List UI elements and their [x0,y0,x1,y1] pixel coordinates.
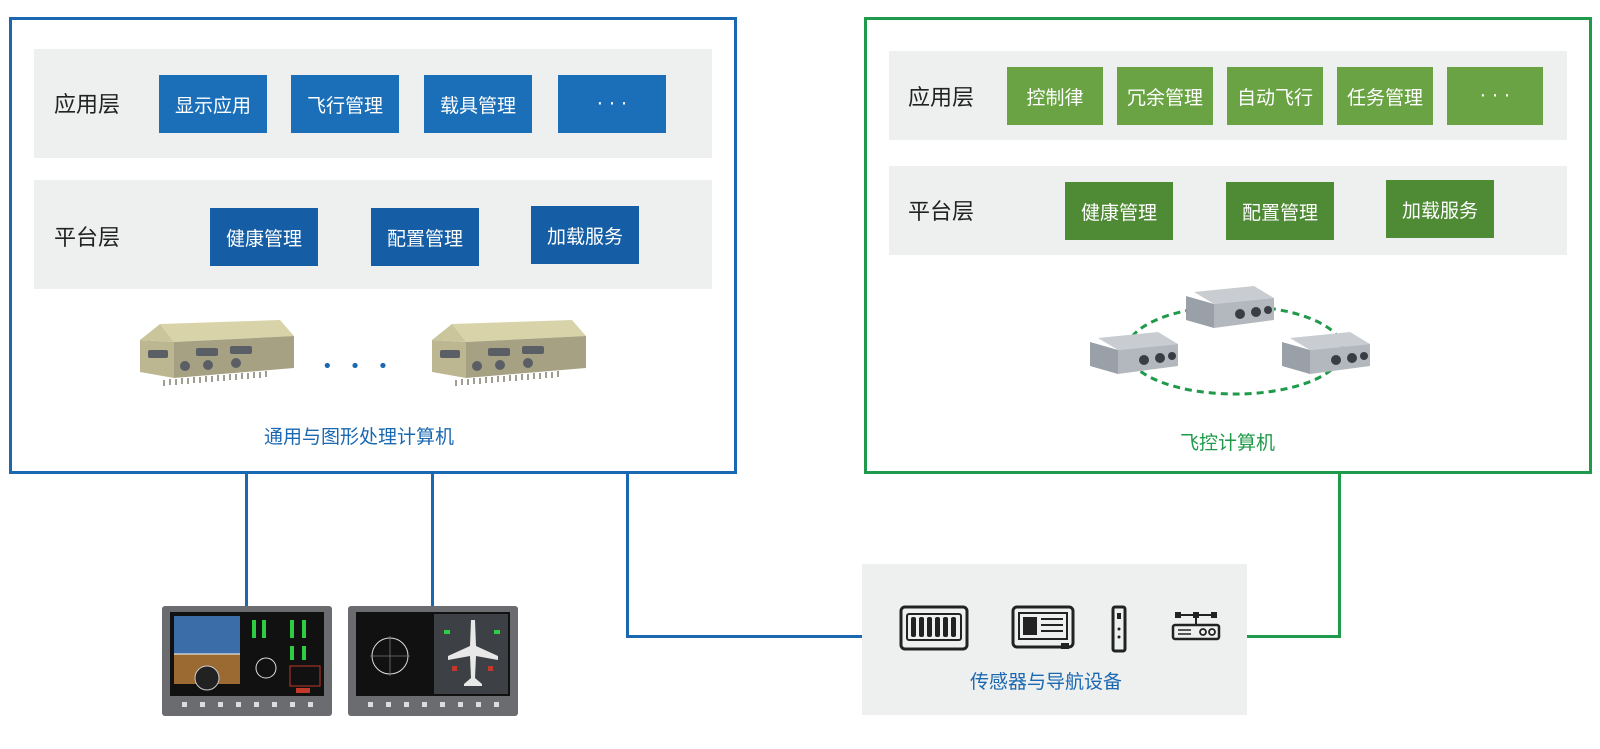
platform-load-chip-right: 加载服务 [1386,180,1494,238]
display-unit-icon [1011,605,1075,649]
connector-sensor-horizontal [626,635,863,638]
nav-receiver-icon [1171,612,1221,641]
left-app-layer-label: 应用层 [54,93,121,118]
app-mission-chip: 任务管理 [1337,67,1433,125]
platform-health-chip: 健康管理 [210,208,318,266]
right-app-layer-label: 应用层 [908,86,975,111]
left-platform-layer-label: 平台层 [54,226,121,251]
sensor-panel-icon [899,605,969,651]
app-autoflight-chip: 自动飞行 [1227,67,1323,125]
platform-config-chip-right: 配置管理 [1226,182,1334,240]
computer-ellipsis: • • • [322,356,389,377]
connector-display-2 [431,474,434,608]
app-display-chip: 显示应用 [159,75,267,133]
right-platform-layer-label: 平台层 [908,200,975,225]
app-redundancy-chip: 冗余管理 [1117,67,1213,125]
connector-sensor-vertical [626,474,629,638]
connector-fcc-horizontal [1247,635,1341,638]
cockpit-display-pfd [162,606,332,716]
platform-config-chip: 配置管理 [371,208,479,266]
computer-unit-image-1 [140,320,294,386]
platform-health-chip-right: 健康管理 [1065,182,1173,240]
right-panel-caption: 飞控计算机 [1180,432,1276,454]
module-stick-icon [1111,605,1127,653]
fcc-unit-right [1282,332,1370,374]
app-vehicle-management-chip: 载具管理 [424,75,532,133]
flight-computer-network [1090,286,1370,396]
platform-load-chip: 加载服务 [531,206,639,264]
fcc-unit-top [1186,286,1274,328]
connector-display-1 [245,474,248,608]
cockpit-display-mfd [348,606,518,716]
fcc-unit-left [1090,332,1178,374]
left-panel-caption: 通用与图形处理计算机 [264,426,455,448]
sensors-caption: 传感器与导航设备 [970,671,1123,693]
app-more-chip: · · · [558,75,666,133]
app-more-chip-right: · · · [1447,67,1543,125]
computer-unit-image-2 [432,320,586,386]
app-control-law-chip: 控制律 [1007,67,1103,125]
app-flight-management-chip: 飞行管理 [291,75,399,133]
connector-fcc-vertical [1338,474,1341,638]
